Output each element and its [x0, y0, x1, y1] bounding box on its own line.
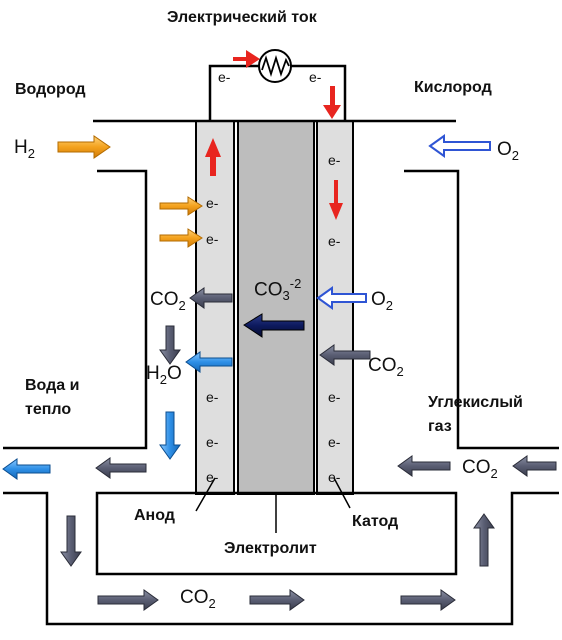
electron-arrow-down-circuit [323, 86, 341, 119]
anode-layer [195, 120, 235, 495]
water-arrow-from-anode [185, 351, 233, 373]
electrolyte-label: Электролит [224, 540, 317, 557]
anode-label: Анод [134, 507, 175, 524]
co2-arrow-cathode-in [319, 344, 371, 366]
co2-arrow-loop-up [473, 513, 495, 567]
oxygen-arrow-to-cathode [316, 286, 367, 310]
co2-arrow-bottom-3 [400, 589, 456, 611]
water-heat-label-line1: Вода и [25, 377, 80, 394]
electric-current-label: Электрический ток [167, 9, 317, 26]
water-arrows [2, 351, 233, 480]
electron-label: e- [206, 389, 219, 405]
electron-label: e- [206, 231, 219, 247]
electron-label: e- [309, 69, 322, 85]
o2-inlet-formula: O2 [497, 139, 520, 163]
co2-arrow-bottom-2 [249, 589, 305, 611]
electron-label: e- [328, 389, 341, 405]
co2-out-label-line2: газ [428, 418, 452, 435]
electron-label: e- [328, 434, 341, 450]
co2-arrow-in-right-1 [397, 455, 451, 477]
water-heat-label-line2: тепло [25, 401, 72, 418]
co2-inlet-formula: CO2 [462, 457, 498, 481]
electron-label: e- [218, 69, 231, 85]
electron-label: e- [328, 469, 341, 485]
co2-arrows [60, 287, 557, 611]
o2-cathode-formula: O2 [371, 289, 394, 313]
electron-label: e- [328, 233, 341, 249]
co2-loop-formula: CO2 [180, 587, 216, 611]
hydrogen-arrow-1 [159, 196, 203, 216]
electron-label: e- [328, 152, 341, 168]
electrolyte-layer [237, 120, 315, 495]
hydrogen-arrows [57, 135, 203, 248]
co2-arrow-down-left [159, 325, 181, 365]
oxygen-arrows [316, 134, 491, 310]
carbonate-arrow [243, 313, 305, 338]
co2-out-label-line1: Углекислый [428, 394, 523, 411]
lamp-resistor-icon [258, 49, 292, 83]
co2-arrow-anode-out [189, 287, 233, 309]
water-arrow-down [159, 411, 181, 460]
h2-formula: H2 [14, 137, 35, 161]
electron-label: e- [206, 434, 219, 450]
housing-walls [3, 119, 559, 626]
electron-arrow-right-top [233, 50, 260, 68]
electron-arrow-down-cathode [329, 180, 343, 220]
h2o-formula: H2O [146, 363, 182, 387]
cathode-label: Катод [352, 513, 399, 530]
co2-cathode-formula: CO2 [368, 355, 404, 379]
hydrogen-inlet-arrow [57, 135, 111, 159]
co2-arrow-return-left [95, 457, 147, 479]
water-arrow-exit-left [2, 458, 51, 480]
co2-anode-formula: CO2 [150, 289, 186, 313]
oxygen-label: Кислород [414, 79, 492, 96]
carbonate-formula: CO3-2 [254, 276, 302, 304]
electron-flow-arrows [205, 50, 343, 220]
electron-label: e- [206, 469, 219, 485]
co2-arrow-bottom-1 [97, 589, 159, 611]
co2-arrow-in-right-2 [512, 455, 557, 477]
hydrogen-label: Водород [15, 81, 86, 98]
electron-label: e- [206, 195, 219, 211]
label-leader-lines [195, 477, 351, 533]
oxygen-inlet-arrow [428, 134, 491, 158]
co2-arrow-loop-down [60, 515, 82, 567]
hydrogen-arrow-2 [159, 228, 203, 248]
electron-arrow-up-anode [205, 138, 221, 176]
